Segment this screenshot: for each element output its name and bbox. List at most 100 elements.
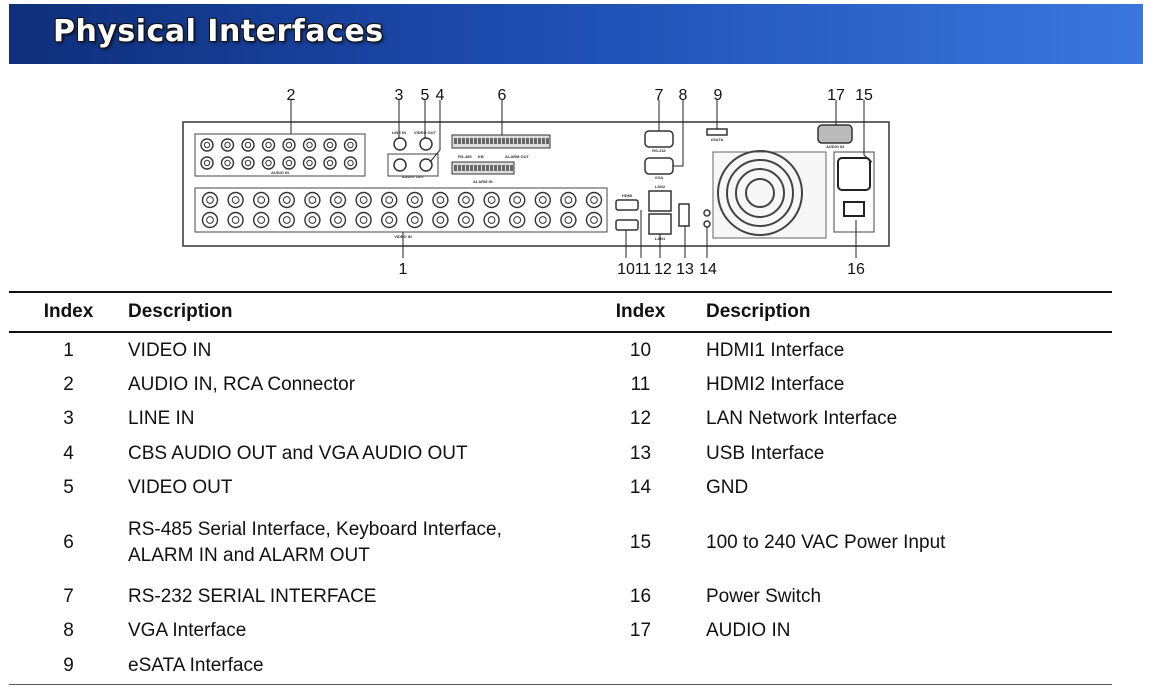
terminal-pin [494, 138, 497, 144]
terminal-pin [502, 138, 505, 144]
video-in-block [194, 187, 608, 233]
table-row: 7 RS-232 SERIAL INTERFACE 16 Power Switc… [9, 580, 1112, 614]
callout-5: 5 [421, 87, 430, 104]
description-cell: VGA Interface [128, 620, 247, 641]
video-in-connector [406, 191, 423, 209]
description-cell: AUDIO IN, RCA Connector [128, 374, 356, 395]
description-header: Description [128, 291, 575, 333]
audio-in-connector [220, 138, 235, 152]
audio-in-2-port [817, 124, 853, 144]
audio-in-connector [343, 138, 358, 152]
callout-16: 16 [847, 261, 865, 278]
audio-out-label: AUDIO OUT [402, 174, 425, 179]
index-header-2: Index [575, 291, 706, 333]
video-in-connector [201, 211, 219, 229]
terminal-pin [510, 165, 513, 171]
video-in-connector [560, 211, 577, 229]
rear-panel-diagram: AUDIO IN LINE IN VIDEO OUT AUDIO OUT RS-… [182, 87, 890, 278]
fan-grille [717, 150, 803, 236]
video-in-connector [227, 191, 244, 209]
vga-audio-out-connector [419, 158, 433, 172]
audio-in-connector-center [347, 141, 354, 149]
terminal-pin [470, 165, 473, 171]
video-in-connector-center [308, 196, 317, 204]
interfaces-table: Index Description Index Description 1 VI… [9, 291, 1112, 685]
description-cell: eSATA Interface [128, 648, 575, 685]
video-in-connector-center [590, 216, 598, 224]
index-cell: 10 [629, 339, 652, 361]
video-in-connector-center [308, 216, 317, 224]
power-switch [843, 201, 865, 217]
terminal-pin [526, 138, 529, 144]
line-in-connector [393, 137, 407, 151]
callout-2: 2 [287, 87, 296, 104]
terminal-pin [482, 138, 485, 144]
audio-in-block [194, 133, 366, 177]
video-in-connector-center [206, 196, 214, 204]
audio-in-connector-center [285, 141, 293, 149]
audio-in-connector [282, 138, 296, 152]
description-line-1: RS-485 Serial Interface, Keyboard Interf… [128, 518, 502, 540]
video-in-connector [432, 211, 449, 229]
index-cell: 8 [63, 620, 74, 641]
video-in-connector [304, 211, 321, 229]
description-cell: GND [706, 477, 749, 498]
callout-9: 9 [714, 87, 723, 104]
index-cell: 2 [63, 374, 74, 395]
description-cell: Power Switch [706, 586, 822, 607]
terminal-pin [474, 165, 477, 171]
video-in-connector-center [257, 216, 266, 224]
video-in-connector-center [462, 196, 470, 204]
terminal-pin [546, 138, 549, 144]
callout-8: 8 [679, 87, 688, 104]
terminal-pin [490, 138, 493, 144]
table-header-row: Index Description Index Description [9, 291, 1112, 333]
description-cell: LINE IN [128, 408, 195, 429]
audio-in-connector [241, 138, 255, 152]
video-in-connector [381, 211, 398, 229]
audio-in-2-label: AUDIO IN [826, 144, 844, 149]
audio-in-connector-center [347, 159, 354, 167]
terminal-pin [474, 138, 477, 144]
video-in-connector-center [282, 216, 291, 224]
video-in-connector-center [334, 216, 342, 224]
terminal-pin [454, 165, 457, 171]
description-cell: USB Interface [706, 442, 825, 464]
video-in-connector [329, 211, 347, 229]
terminal-pin [466, 138, 469, 144]
audio-in-connector-center [224, 159, 231, 167]
audio-in-label: AUDIO IN [271, 170, 289, 175]
video-in-connector-center [564, 196, 573, 204]
index-cell: 5 [63, 477, 74, 498]
description-cell: HDMI2 Interface [706, 374, 845, 395]
terminal-pin [542, 138, 545, 144]
callout-12: 12 [654, 261, 672, 278]
video-in-connector [381, 191, 398, 209]
terminal-pin [458, 138, 461, 144]
table-row: 3 LINE IN 12 LAN Network Interface [9, 402, 1112, 436]
audio-in-connector-center [265, 159, 272, 167]
page-title: Physical Interfaces [53, 14, 384, 49]
leader-lines [290, 100, 873, 258]
video-in-connector-center [538, 196, 547, 204]
description-cell: CBS AUDIO OUT and VGA AUDIO OUT [128, 442, 468, 464]
audio-in-connector-center [203, 159, 211, 167]
callout-1: 1 [399, 261, 408, 278]
video-in-connector [329, 191, 347, 209]
table-row: 4 CBS AUDIO OUT and VGA AUDIO OUT 13 USB… [9, 436, 1112, 471]
video-in-connector-center [487, 216, 496, 224]
table-row: 9 eSATA Interface [9, 648, 1112, 685]
video-in-connector-center [359, 216, 368, 224]
terminal-pin [506, 138, 509, 144]
video-in-connector-center [334, 196, 342, 204]
index-cell: 3 [63, 408, 74, 429]
usb-port [678, 203, 690, 227]
audio-in-connector-center [326, 159, 334, 167]
callout-11: 11 [635, 261, 652, 278]
video-in-connector [227, 211, 244, 229]
callout-14: 14 [699, 261, 717, 278]
video-in-connector-center [513, 196, 522, 204]
callout-3: 3 [395, 87, 404, 104]
index-cell: 14 [629, 477, 652, 498]
video-in-connector [534, 211, 551, 229]
